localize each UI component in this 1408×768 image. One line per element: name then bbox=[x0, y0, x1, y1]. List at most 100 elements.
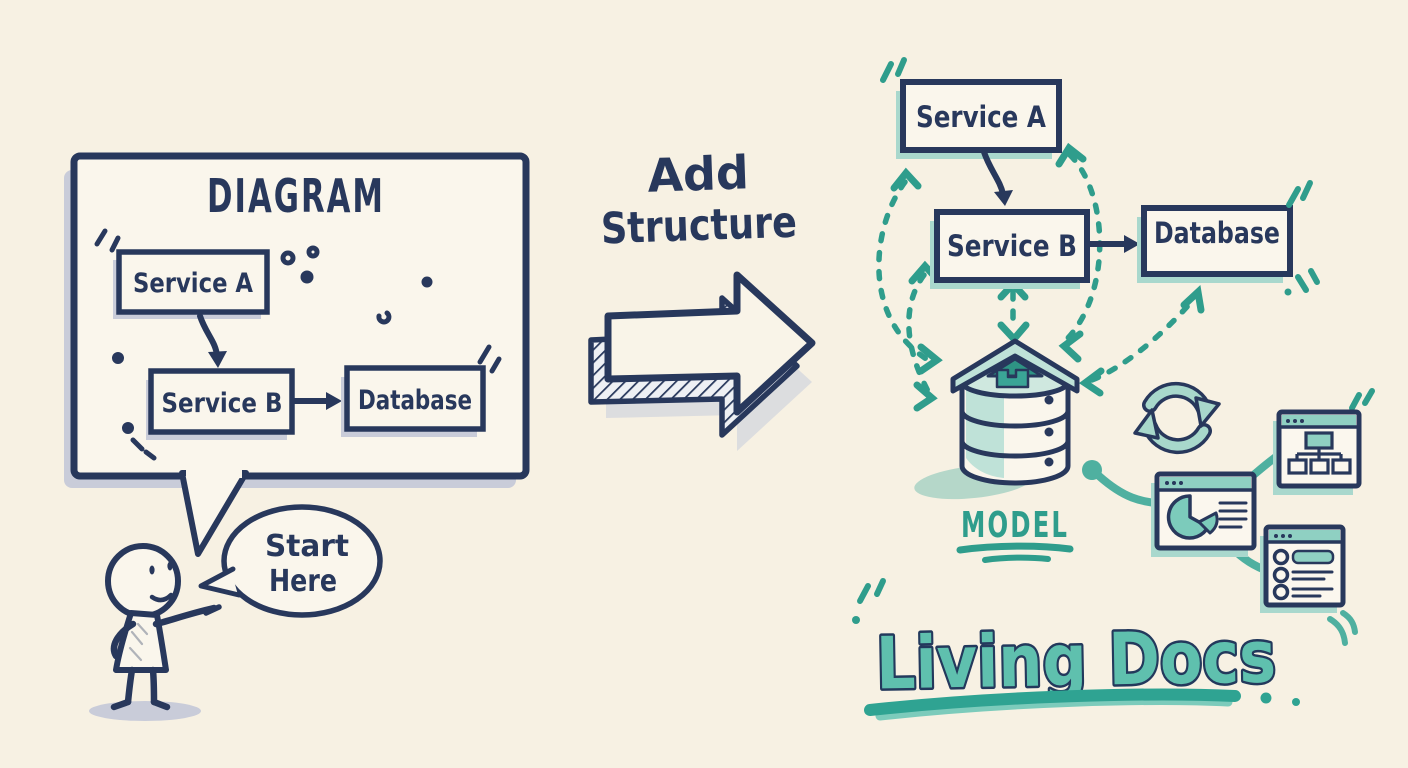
arrowhead-chevron bbox=[1058, 330, 1084, 363]
box-border bbox=[148, 368, 295, 435]
tick bbox=[130, 437, 145, 452]
start-here-bubble: Start Here bbox=[198, 504, 383, 618]
tick bbox=[1295, 274, 1309, 293]
tick bbox=[109, 235, 121, 253]
arrowhead-chevron bbox=[1078, 367, 1105, 397]
window-titlebar bbox=[1160, 477, 1251, 489]
left-service-b-box: Service B bbox=[146, 368, 295, 440]
tick bbox=[489, 356, 502, 374]
box-border bbox=[116, 249, 270, 315]
figure-leg bbox=[124, 666, 136, 706]
sync-icon bbox=[1133, 381, 1221, 455]
transition-line1: Add bbox=[646, 145, 749, 203]
dot bbox=[1284, 288, 1292, 296]
left-service-a-label: Service A bbox=[133, 268, 253, 299]
bubble-tail bbox=[198, 566, 242, 598]
dot bbox=[306, 245, 320, 259]
tick bbox=[94, 228, 108, 247]
headline-underline-light bbox=[875, 696, 1233, 721]
connector-dot bbox=[1082, 460, 1102, 480]
figure-foot bbox=[110, 698, 132, 711]
org-chart-doc-icon bbox=[1273, 409, 1362, 495]
arrowhead bbox=[208, 351, 227, 368]
right-service-a-box: Service A bbox=[896, 79, 1062, 159]
bubble-border bbox=[221, 504, 383, 618]
left-arrow-a-to-b bbox=[197, 313, 227, 368]
figure-arm-hip bbox=[110, 620, 137, 660]
figure-shadow bbox=[89, 701, 201, 721]
panel-title: DIAGRAM bbox=[207, 169, 385, 223]
cylinder-dot bbox=[1044, 395, 1054, 405]
arrowhead bbox=[1124, 235, 1140, 253]
cylinder-shade bbox=[966, 388, 1004, 478]
transition-label: Add Structure bbox=[600, 145, 798, 255]
figure-head bbox=[105, 543, 181, 619]
right-arrow-a-to-b bbox=[981, 149, 1013, 206]
arrowhead-chevron bbox=[1055, 142, 1087, 168]
model-roof bbox=[950, 338, 1080, 394]
teal-accent-ticks bbox=[880, 57, 1375, 411]
left-database-box: Database bbox=[341, 365, 486, 437]
text-lines-glyph bbox=[1218, 501, 1248, 529]
window-dot bbox=[1281, 534, 1285, 538]
tick bbox=[1362, 388, 1375, 406]
model-underline bbox=[956, 542, 1074, 563]
right-service-b-box: Service B bbox=[930, 209, 1090, 289]
box-border bbox=[344, 365, 486, 432]
left-database-label: Database bbox=[358, 385, 472, 416]
window-titlebar bbox=[1282, 415, 1356, 426]
headline-group: Living Docs bbox=[852, 578, 1300, 721]
window-titlebar bbox=[1269, 530, 1340, 541]
tick bbox=[1308, 268, 1320, 285]
arrowhead bbox=[326, 392, 342, 410]
right-service-b-label: Service B bbox=[947, 229, 1077, 263]
window-dot bbox=[1165, 481, 1169, 485]
box-border bbox=[900, 79, 1062, 153]
headline-ticks bbox=[852, 578, 886, 624]
cylinder-separator bbox=[959, 410, 1071, 429]
dot bbox=[112, 352, 124, 364]
tick bbox=[1286, 186, 1301, 208]
window-dot bbox=[1293, 419, 1297, 423]
arrowhead-chevron bbox=[890, 167, 922, 192]
underline-dot bbox=[1292, 698, 1300, 706]
tick bbox=[880, 61, 894, 83]
bubble-tail-fill bbox=[201, 570, 238, 595]
start-here-line1: Start bbox=[265, 529, 349, 564]
figure-body-hatch bbox=[128, 622, 149, 662]
model-cylinder-icon bbox=[914, 338, 1080, 500]
arrowhead bbox=[994, 190, 1013, 206]
start-here-line2: Here bbox=[269, 564, 337, 599]
model-notch bbox=[995, 368, 1030, 389]
dashed-curve-model-db bbox=[1089, 297, 1196, 383]
list-doc-icon bbox=[1260, 524, 1358, 646]
box-border bbox=[1141, 205, 1293, 277]
window-dot bbox=[1300, 419, 1304, 423]
transition-line2: Structure bbox=[600, 198, 798, 255]
window-dot bbox=[1172, 481, 1176, 485]
cylinder-dot bbox=[1044, 427, 1054, 437]
tick bbox=[1300, 180, 1313, 201]
cylinder-dot bbox=[1044, 457, 1054, 467]
sync-arrowhead bbox=[1194, 396, 1221, 428]
tick bbox=[477, 344, 492, 365]
left-arrow-b-to-db bbox=[291, 392, 342, 410]
underline-dot bbox=[1260, 692, 1272, 704]
right-database-label: Database bbox=[1154, 216, 1280, 250]
motion-ticks bbox=[1327, 610, 1358, 646]
box-border bbox=[934, 209, 1090, 283]
tick bbox=[143, 449, 157, 461]
window-dot bbox=[1179, 481, 1183, 485]
arrowhead-chevron bbox=[1180, 285, 1205, 314]
stick-figure bbox=[89, 543, 222, 721]
dot bbox=[421, 276, 433, 288]
window-dot bbox=[1288, 534, 1292, 538]
block-arrow-face bbox=[604, 271, 816, 416]
dot bbox=[300, 270, 314, 284]
block-arrow-icon bbox=[588, 271, 816, 451]
pie-chart-glyph bbox=[1166, 494, 1219, 540]
tick bbox=[1349, 392, 1362, 411]
window-dot bbox=[1274, 534, 1278, 538]
